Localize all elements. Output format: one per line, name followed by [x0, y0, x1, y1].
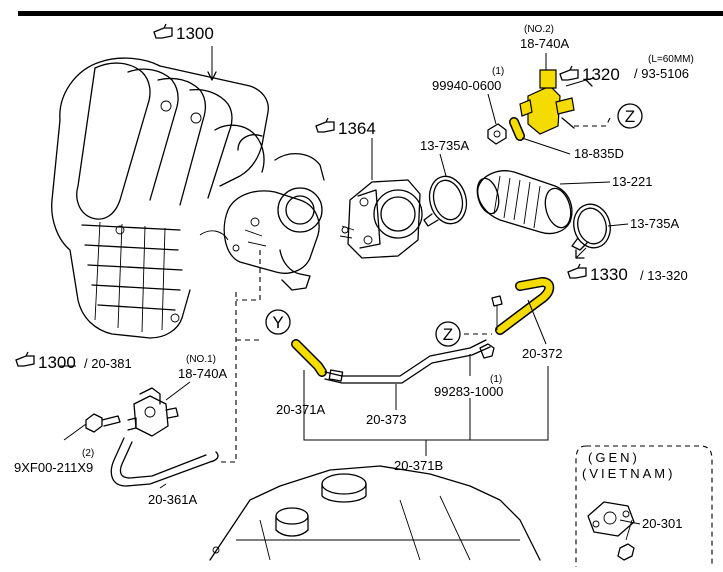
dashed-route-y2: [236, 250, 262, 341]
hose-20-372[interactable]: [495, 277, 555, 335]
svg-text:Y: Y: [272, 313, 283, 332]
leader-1320: [565, 79, 587, 87]
dashed-route-z-top: [574, 117, 611, 127]
ref-hand-icon-1300-left: [15, 351, 35, 367]
ref-hand-icon-1320: [559, 65, 579, 81]
hose-clamp-left[interactable]: [423, 172, 472, 228]
leader-20-301: [619, 519, 641, 525]
hose-clamp-right[interactable]: [569, 200, 615, 252]
throttle-adapter[interactable]: [199, 153, 325, 291]
label-13-735a-left: 13-735A: [420, 138, 469, 153]
ref-hand-icon-1330: [567, 263, 587, 279]
ref-1364: 1364: [338, 119, 376, 138]
dashed-inset-box: [575, 445, 713, 567]
ref-1330-sub: / 13-320: [640, 268, 688, 283]
bolt-99283-1000[interactable]: [479, 295, 503, 359]
label-99283-qty: (1): [490, 374, 502, 385]
leader-18-835d: [521, 137, 571, 155]
inset-line2: (VIETNAM): [582, 466, 675, 481]
leader-1330: [575, 247, 587, 259]
bolt-9xf00-211x9[interactable]: [85, 413, 121, 433]
solenoid-valve-no2[interactable]: [519, 69, 575, 135]
throttle-body[interactable]: [339, 179, 423, 259]
connector-y: Y: [265, 309, 291, 335]
ref-hand-icon-1300-top: [153, 23, 173, 39]
label-99940: 99940-0600: [432, 78, 501, 93]
air-hose[interactable]: [474, 170, 575, 235]
label-9xf00-qty: (2): [82, 448, 94, 459]
leader-13-735a-left: [439, 153, 447, 177]
leader-13-221: [559, 181, 611, 185]
label-99940-qty: (1): [492, 66, 504, 77]
inset-line1: (GEN): [588, 450, 640, 465]
mount-20-301[interactable]: [587, 501, 635, 561]
leader-20-361a: [159, 483, 167, 489]
ref-1320: 1320: [582, 65, 620, 84]
connector-z-top: Z: [617, 103, 643, 129]
label-9xf00: 9XF00-211X9: [14, 460, 93, 475]
label-20-301: 20-301: [642, 516, 682, 531]
label-20-372: 20-372: [522, 346, 562, 361]
leader-99940: [487, 93, 497, 125]
note-1320: (L=60MM): [648, 54, 694, 65]
ref-1320-sub: / 93-5106: [634, 66, 689, 81]
arrow-1330: [575, 249, 585, 259]
ref-1300-left: 1300: [38, 353, 76, 372]
ref-1300-left-sub: / 20-381: [84, 356, 132, 371]
bracket-20-371b: [303, 366, 549, 441]
leader-18-740a-no1: [165, 381, 191, 401]
label-99283: 99283-1000: [434, 384, 503, 399]
label-18-740a-no1-qty: (NO.1): [186, 354, 216, 365]
top-border: [18, 11, 723, 16]
engine-cover: [209, 465, 541, 561]
leader-20-372: [527, 299, 547, 345]
bolt-99940-0600[interactable]: [487, 123, 507, 145]
solenoid-valve-no1[interactable]: [127, 387, 179, 437]
leader-13-735a-right: [607, 223, 629, 227]
dashed-route-y: [220, 292, 237, 463]
leader-9xf00: [63, 423, 87, 441]
intake-manifold[interactable]: [51, 57, 269, 339]
hose-20-361a[interactable]: [110, 437, 219, 487]
label-13-735a-right: 13-735A: [630, 216, 679, 231]
arrow-1300-top: [207, 71, 217, 81]
ref-1300-top: 1300: [176, 24, 214, 43]
arrow-1320: [585, 77, 595, 87]
ref-hand-icon-1364: [315, 117, 335, 133]
connector-z-mid: Z: [435, 321, 461, 347]
label-20-361a: 20-361A: [148, 492, 197, 507]
ref-1330: 1330: [590, 265, 628, 284]
label-18-740a-no2: 18-740A: [520, 36, 569, 51]
label-18-835d: 18-835D: [574, 146, 624, 161]
svg-text:Z: Z: [625, 107, 635, 126]
label-18-740a-no2-qty: (NO.2): [524, 24, 554, 35]
label-13-221: 13-221: [612, 174, 652, 189]
label-18-740a-no1: 18-740A: [178, 366, 227, 381]
hose-18-835d[interactable]: [509, 117, 525, 141]
label-20-371a: 20-371A: [276, 402, 325, 417]
label-20-371b: 20-371B: [394, 458, 443, 473]
svg-text:Z: Z: [443, 325, 453, 344]
hose-20-371a[interactable]: [291, 339, 327, 377]
pipe-20-373[interactable]: [324, 339, 491, 384]
label-20-373: 20-373: [366, 412, 406, 427]
